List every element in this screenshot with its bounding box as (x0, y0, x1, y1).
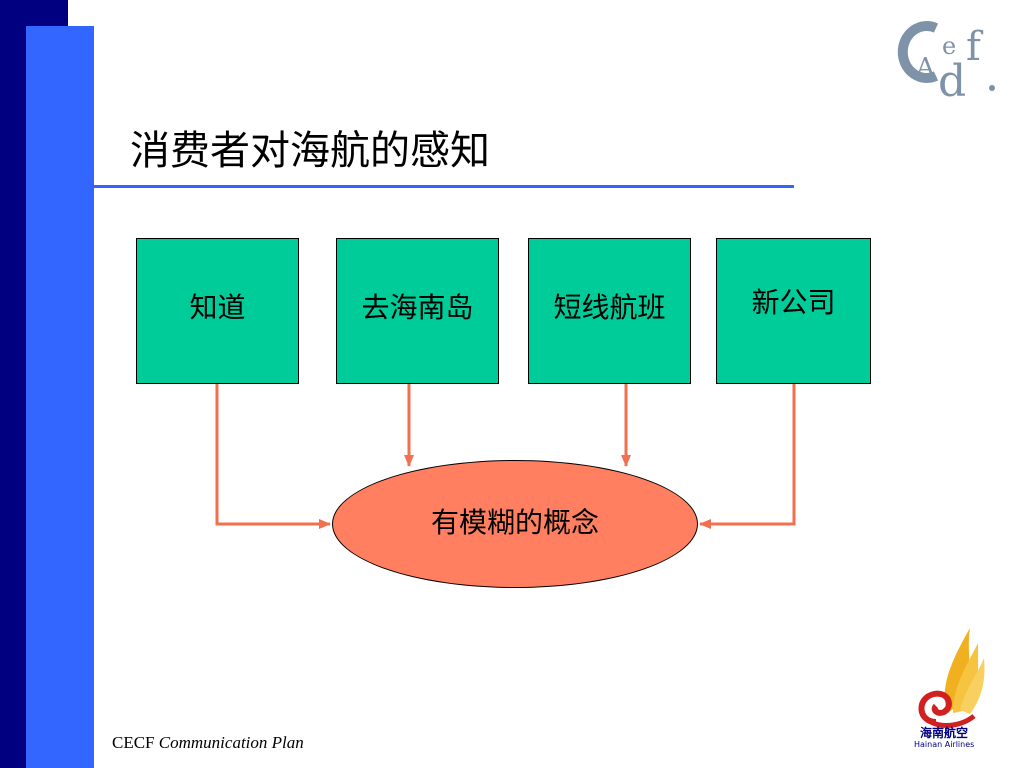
source-box-1: 知道 (136, 238, 299, 384)
source-box-label: 短线航班 (553, 291, 666, 324)
source-box-label: 新公司 (751, 286, 836, 319)
svg-text:e: e (942, 32, 956, 60)
slide-title: 消费者对海航的感知 (130, 128, 490, 174)
source-box-3: 短线航班 (528, 238, 691, 384)
source-box-label: 去海南岛 (361, 291, 474, 324)
left-bar-dark (0, 0, 26, 768)
arrow-from-box-4 (699, 384, 796, 529)
source-box-2: 去海南岛 (336, 238, 499, 384)
footer: CECF Communication Plan (112, 733, 304, 753)
svg-text:f: f (966, 24, 984, 70)
title-underline (94, 185, 794, 188)
svg-text:A: A (915, 53, 936, 83)
hainan-airlines-cn: 海南航空 (919, 726, 968, 740)
cecf-logo: e f A d (897, 21, 995, 100)
target-ellipse: 有模糊的概念 (332, 460, 698, 588)
target-label: 有模糊的概念 (430, 506, 599, 539)
footer-subtitle: Communication Plan (158, 733, 304, 752)
footer-brand: CECF (112, 733, 155, 752)
hainan-airlines-en: Hainan Airlines (914, 740, 975, 749)
source-box-label: 知道 (189, 291, 246, 324)
svg-text:d: d (938, 56, 966, 100)
top-bar-dark (26, 0, 68, 26)
left-bar-blue (26, 26, 94, 768)
source-box-4: 新公司 (716, 238, 871, 384)
arrow-from-box-1 (215, 384, 331, 529)
hainan-airlines-logo (918, 628, 985, 728)
